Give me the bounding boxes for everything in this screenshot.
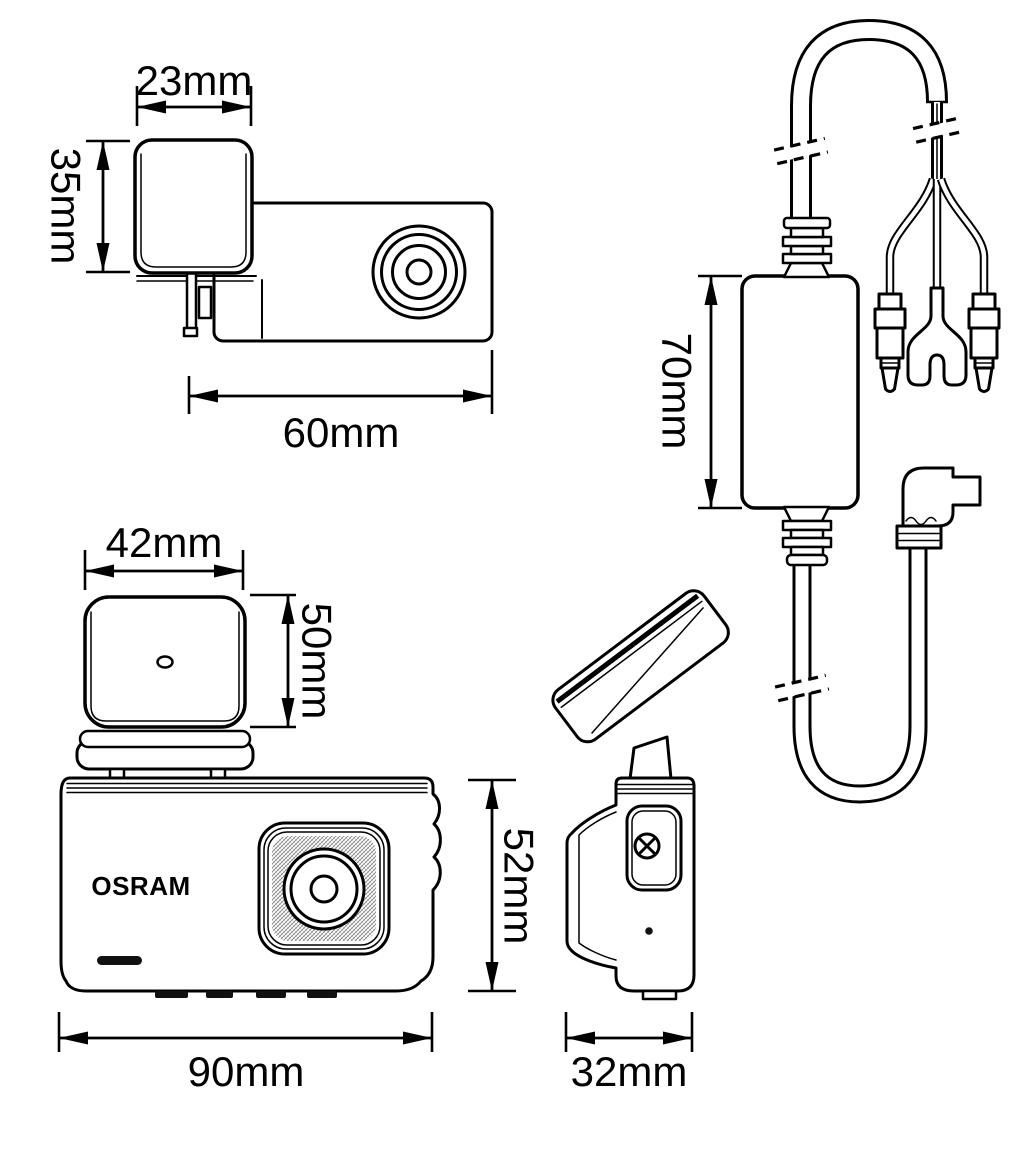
adapter-height-dimension: 70mm: [654, 274, 742, 510]
usb-right-angle-connector: [895, 466, 982, 550]
side-foot: [641, 989, 678, 1001]
strain-relief-top: [781, 216, 833, 279]
bullet-connector-right: [967, 292, 1001, 393]
rear-camera-clip: [185, 271, 198, 332]
mount-width-dimension: 42mm: [83, 519, 245, 590]
adapter-height-label: 70mm: [654, 333, 701, 450]
osram-logo: OSRAM: [91, 871, 190, 901]
rear-camera-mount: [133, 138, 254, 275]
bullet-connector-left: [873, 292, 907, 393]
rear-length-dimension: 60mm: [187, 350, 494, 456]
side-mount-stem: [628, 735, 673, 781]
rear-camera-view: 23mm 35mm 60mm: [43, 57, 494, 456]
body-width-label: 90mm: [188, 1048, 305, 1095]
body-width-dimension: 90mm: [57, 1012, 434, 1095]
wire-splitter: [885, 177, 989, 296]
mount-width-label: 42mm: [106, 519, 223, 566]
body-depth-label: 32mm: [571, 1048, 688, 1095]
mount-height-dimension: 50mm: [250, 593, 341, 729]
rear-width-label: 23mm: [136, 57, 253, 104]
rear-camera-lens: [371, 224, 467, 320]
mount-screw: [633, 832, 661, 860]
body-depth-dimension: 32mm: [564, 1012, 694, 1095]
mount-pin: [156, 655, 174, 669]
fork-terminal: [906, 286, 968, 387]
mount-height-label: 50mm: [294, 603, 341, 720]
front-camera-view: OSRAM 42mm 50mm 52mm: [57, 519, 543, 1095]
output-cable: [792, 547, 928, 804]
cable-break-marks: [773, 116, 964, 703]
status-led-slot: [97, 956, 142, 965]
power-adapter-box: [740, 274, 860, 510]
hardwire-kit: 70mm: [654, 18, 1001, 804]
side-mount-plate: [551, 589, 730, 744]
front-camera-lens: [282, 847, 366, 931]
body-height-dimension: 52mm: [468, 778, 543, 993]
bottom-buttons: [155, 991, 337, 998]
rear-length-label: 60mm: [283, 409, 400, 456]
rear-width-dimension: 23mm: [136, 57, 253, 126]
rear-height-label: 35mm: [43, 148, 90, 265]
strain-relief-bottom: [781, 505, 833, 567]
body-height-label: 52mm: [496, 828, 543, 945]
rear-height-dimension: 35mm: [43, 139, 130, 274]
side-camera-view: 32mm: [551, 589, 730, 1095]
reset-hole: [645, 927, 653, 935]
